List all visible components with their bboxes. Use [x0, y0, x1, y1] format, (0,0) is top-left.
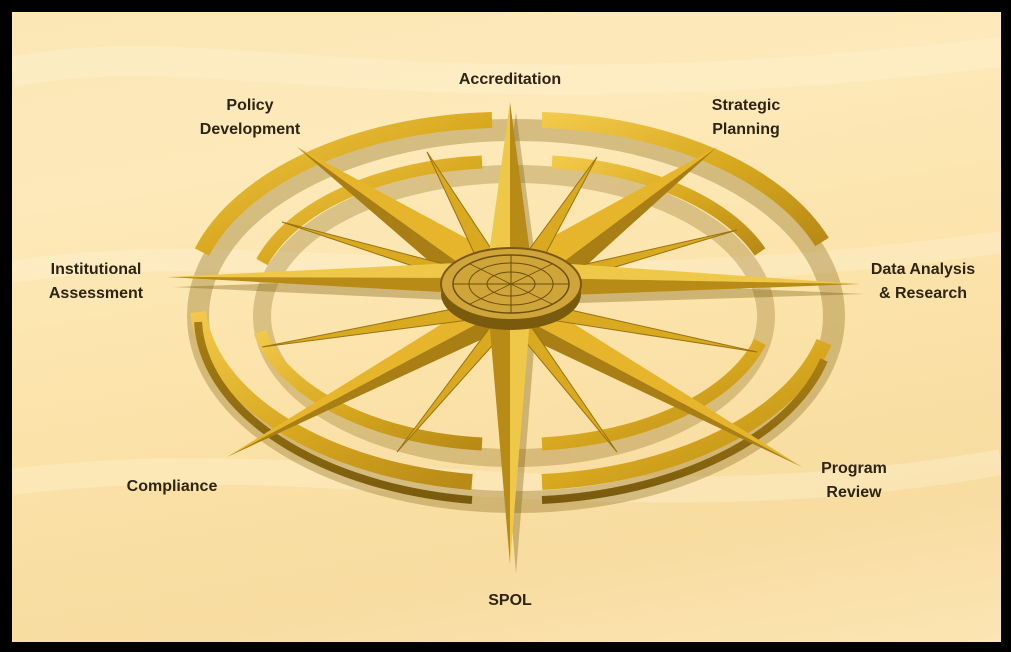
diagram-canvas: Accreditation Policy Development Strateg…	[12, 12, 1001, 642]
compass-dial-icon	[440, 247, 582, 330]
cardinal-points	[167, 102, 860, 564]
label-spol: SPOL	[488, 592, 532, 609]
label-institutional-assessment: Institutional Assessment	[48, 261, 144, 302]
compass-rose-icon	[12, 37, 1001, 574]
label-strategic-planning: Strategic Planning	[711, 97, 781, 138]
outer-ring-edge	[194, 321, 828, 504]
inner-ring	[253, 155, 766, 451]
label-compliance: Compliance	[126, 478, 218, 495]
label-data-analysis-research: Data Analysis & Research	[870, 261, 976, 302]
label-policy-development: Policy Development	[199, 97, 301, 138]
diagonal-points	[227, 147, 802, 467]
label-accreditation: Accreditation	[458, 71, 562, 88]
label-program-review: Program Review	[821, 460, 887, 501]
